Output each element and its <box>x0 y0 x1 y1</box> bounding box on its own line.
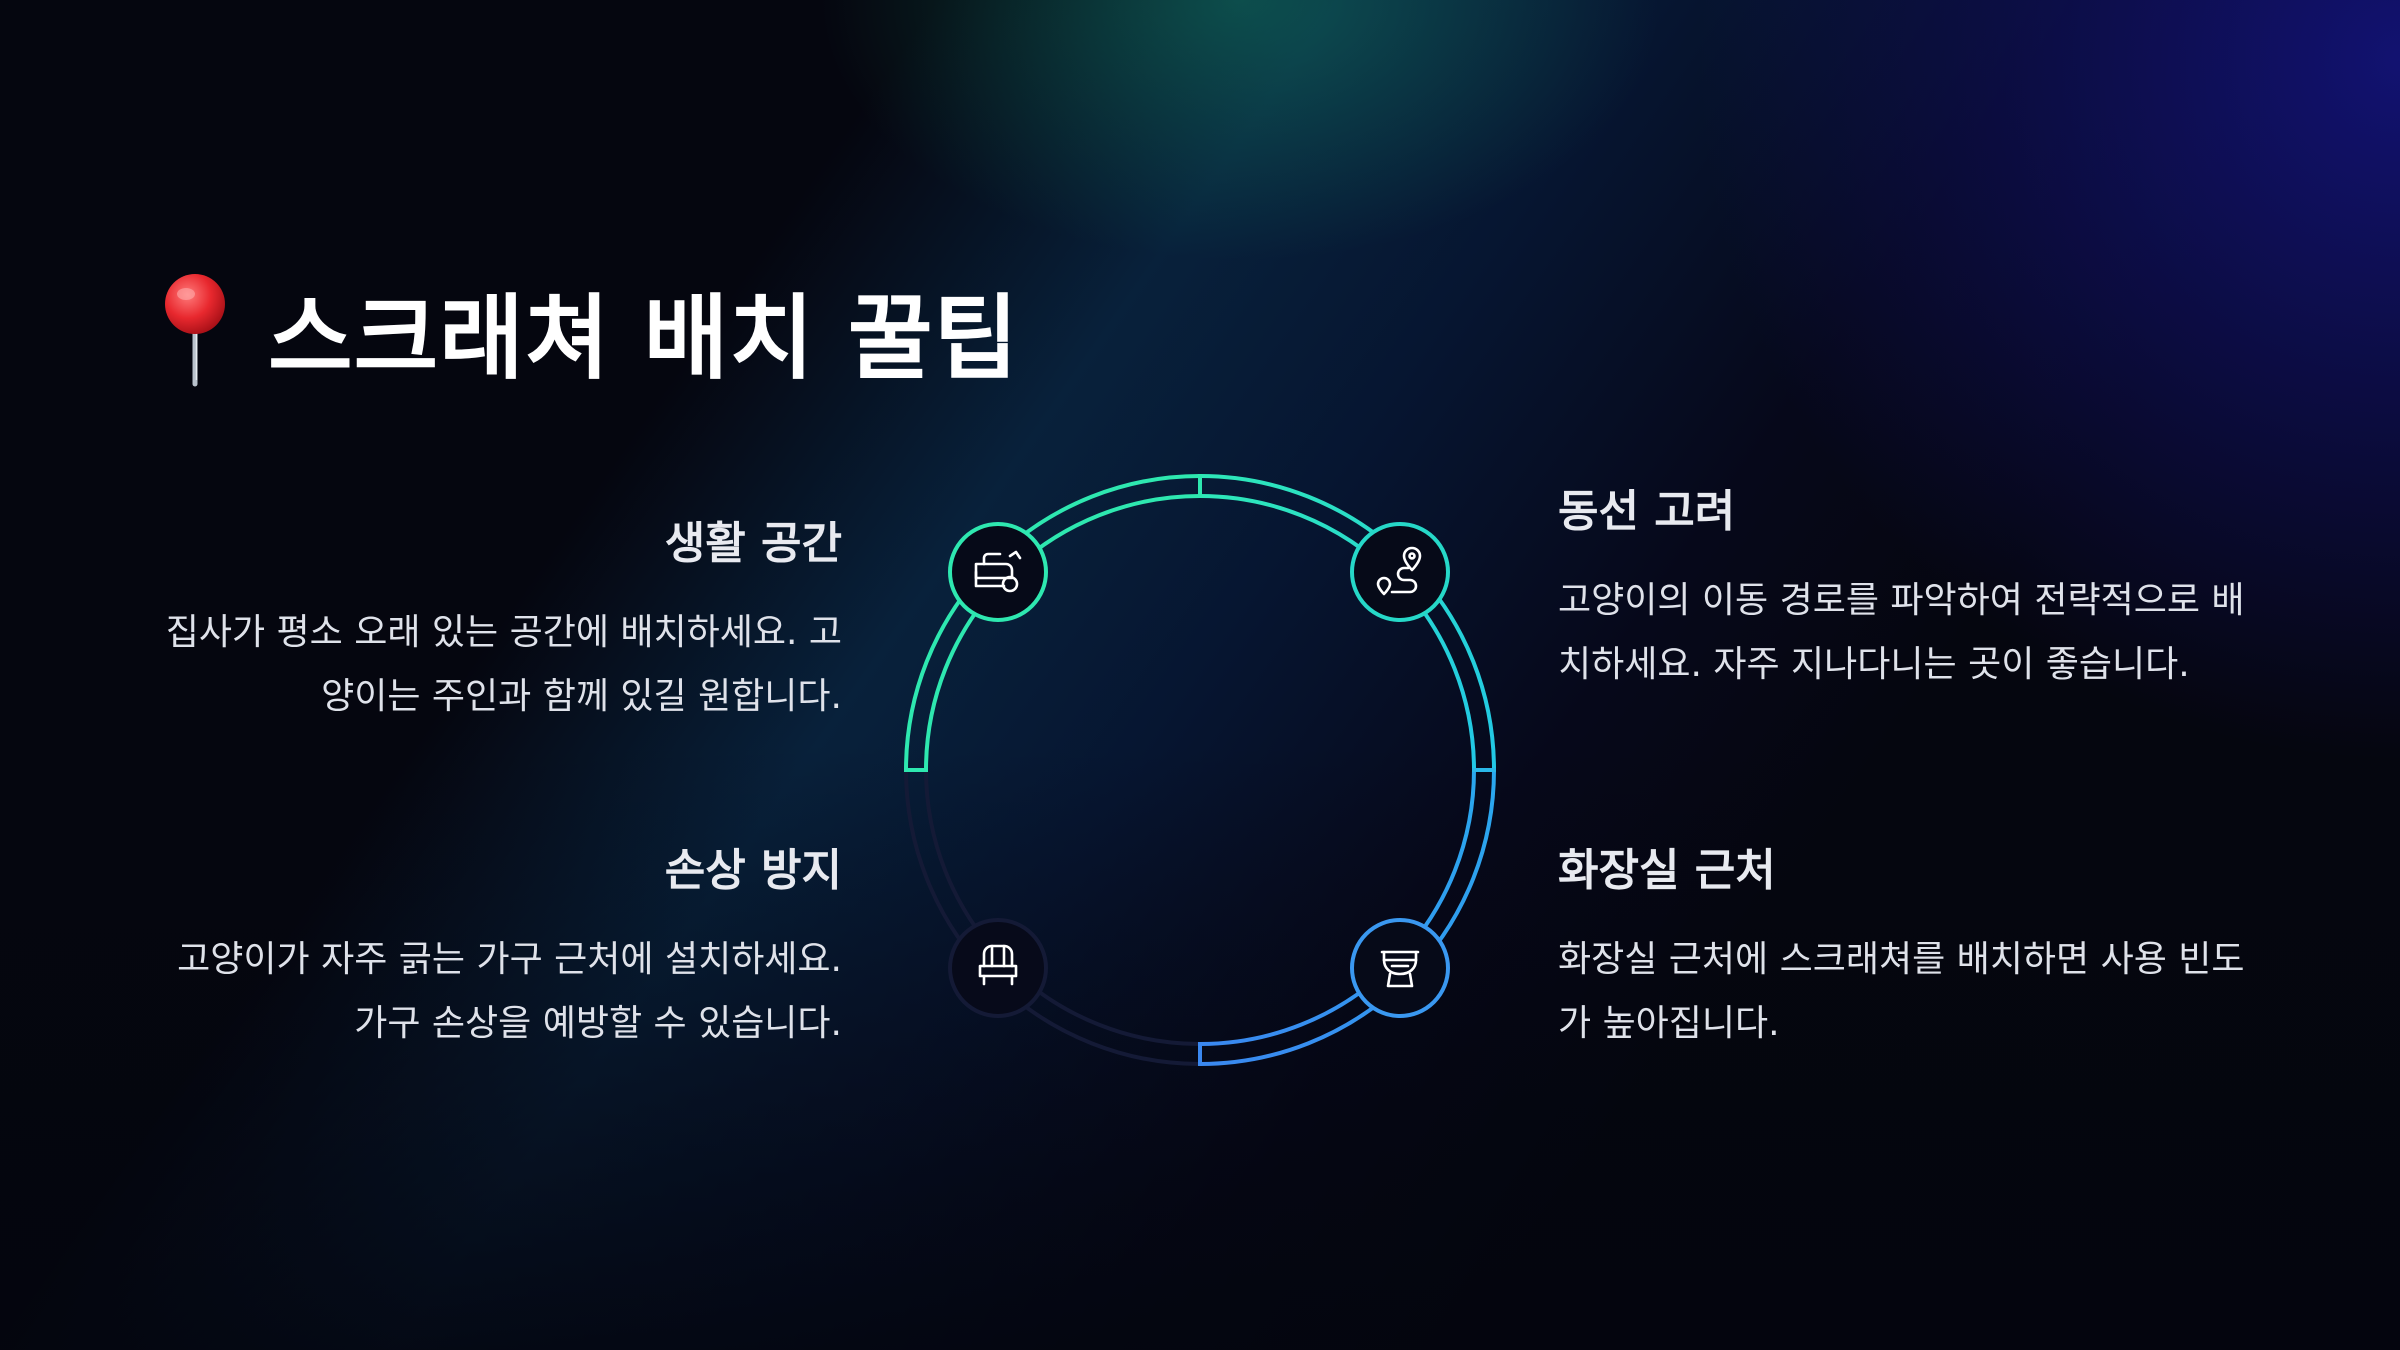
ring-segment-top-left <box>904 474 1201 771</box>
route-icon <box>1350 522 1450 622</box>
tip-heading: 동선 고려 <box>1558 486 1736 537</box>
tip-body: 고양이가 자주 긁는 가구 근처에 설치하세요. 가구 손상을 예방할 수 있습… <box>177 938 842 1044</box>
sofa-icon <box>948 522 1048 622</box>
title-text: 스크래쳐 배치 꿀팁 <box>268 284 1020 392</box>
tip-heading: 손상 방지 <box>664 845 842 896</box>
tip-heading: 생활 공간 <box>664 518 842 569</box>
tip-movement-path: 동선 고려 고양이의 이동 경로를 파악하여 전략적으로 배치하세요. 자주 지… <box>1558 486 2258 697</box>
tip-near-litter: 화장실 근처 화장실 근처에 스크래쳐를 배치하면 사용 빈도가 높아집니다. <box>1558 845 2258 1056</box>
tip-body: 화장실 근처에 스크래쳐를 배치하면 사용 빈도가 높아집니다. <box>1558 938 2245 1044</box>
tip-living-space: 생활 공간 집사가 평소 오래 있는 공간에 배치하세요. 고양이는 주인과 함… <box>142 518 842 729</box>
ring-segment-bottom-left <box>904 769 1201 1066</box>
slide-title: 스크래쳐 배치 꿀팁 <box>150 270 1019 392</box>
toilet-icon <box>1350 918 1450 1018</box>
tip-body: 집사가 평소 오래 있는 공간에 배치하세요. 고양이는 주인과 함께 있길 원… <box>165 611 842 717</box>
tip-damage-prevention: 손상 방지 고양이가 자주 긁는 가구 근처에 설치하세요. 가구 손상을 예방… <box>142 845 842 1056</box>
pushpin-icon <box>150 270 240 390</box>
cycle-diagram <box>880 460 1520 1100</box>
armchair-icon <box>948 918 1048 1018</box>
ring-segment-top-right <box>1199 474 1496 771</box>
ring-segment-bottom-right <box>1199 769 1496 1066</box>
tip-heading: 화장실 근처 <box>1558 845 1776 896</box>
tip-body: 고양이의 이동 경로를 파악하여 전략적으로 배치하세요. 자주 지나다니는 곳… <box>1558 579 2245 685</box>
